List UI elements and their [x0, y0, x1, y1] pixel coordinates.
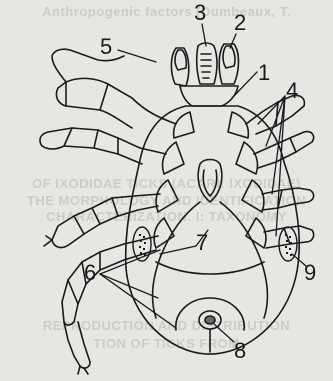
genital-groove-right	[220, 202, 267, 318]
leg-left-2-joints	[64, 128, 118, 154]
callout-label-1: 1	[258, 62, 270, 84]
palp-left-segment	[175, 50, 186, 70]
leg-right-2-joints	[290, 138, 296, 152]
coxa-l3	[156, 180, 178, 212]
palp-right	[219, 44, 238, 84]
leg-left-2	[40, 128, 166, 164]
leg-right-4	[264, 226, 314, 248]
leader-8	[214, 324, 234, 342]
coxa-r2	[236, 142, 258, 174]
genital-groove-left	[153, 202, 200, 318]
genital-aperture-inner	[203, 170, 217, 196]
anus-inner	[205, 316, 215, 324]
coxa-r1	[228, 112, 248, 138]
leader-6a	[100, 250, 160, 274]
anal-groove	[176, 298, 244, 330]
capitulum	[171, 43, 238, 106]
spiracular-plate-left	[133, 227, 151, 261]
palp-right-segment	[223, 46, 235, 68]
transverse-groove	[156, 262, 264, 274]
leader-6c	[100, 274, 176, 328]
leader-4a	[258, 96, 285, 124]
leg-left-3-claw	[44, 236, 52, 246]
callout-label-2: 2	[234, 12, 246, 34]
callout-label-5: 5	[100, 36, 112, 58]
callout-label-6: 6	[84, 262, 96, 284]
coxa-l2	[163, 142, 185, 174]
leg-left-4-tarsus	[64, 322, 90, 368]
coxae	[154, 112, 266, 248]
coxa-l4	[154, 218, 174, 248]
leader-1	[232, 72, 257, 98]
coxa-r3	[242, 180, 264, 212]
callout-label-8: 8	[234, 340, 246, 362]
callout-label-3: 3	[194, 2, 206, 24]
leg-left-3-joints	[74, 198, 118, 234]
basis-capituli	[180, 86, 238, 106]
leg-left-1	[56, 78, 176, 128]
callout-label-9: 9	[304, 262, 316, 284]
coxa-r4	[246, 218, 266, 248]
leg-left-1-join	[66, 82, 108, 110]
coxa-l1	[174, 112, 194, 138]
callout-label-7: 7	[196, 232, 208, 254]
leg-right-3	[262, 188, 314, 210]
leg-left-1-tarsus	[52, 49, 124, 82]
legs-left	[40, 49, 176, 374]
callout-label-4: 4	[286, 80, 298, 102]
hypostome-denticles	[201, 54, 211, 78]
